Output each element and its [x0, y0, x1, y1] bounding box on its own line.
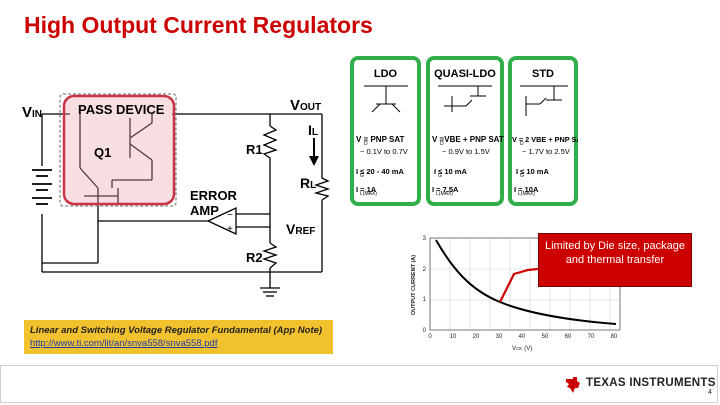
config-quasi-ldo-title: QUASI-LDO — [434, 68, 496, 80]
svg-text:50: 50 — [542, 334, 549, 340]
svg-text:3: 3 — [423, 236, 427, 242]
config-ldo-line3: I ≤ 20 - 40 mA — [356, 167, 404, 176]
regulator-configurations: LDO V = PNP SAT ~ 0.1V to 0.7V I ≤ 20 - … — [350, 56, 578, 206]
graph-xlabel: VCE(V) — [512, 346, 532, 352]
texas-instruments-logo-icon — [566, 377, 580, 393]
config-std-line2: ~ 1.7V to 2.5V — [522, 147, 570, 156]
die-limit-callout: Limited by Die size, package and thermal… — [538, 233, 692, 287]
amp-inverting-input-label: − — [227, 210, 233, 221]
rl-label: RL — [300, 175, 316, 191]
svg-text:20: 20 — [473, 334, 480, 340]
pass-device-label: PASS DEVICE — [78, 102, 165, 117]
svg-text:G: G — [520, 173, 524, 179]
svg-text:L(MAX): L(MAX) — [518, 191, 535, 197]
svg-text:70: 70 — [588, 334, 595, 340]
config-ldo-title: LDO — [374, 68, 398, 80]
svg-text:40: 40 — [519, 334, 526, 340]
config-std-line3: I ≤ 10 mA — [516, 167, 549, 176]
reference-box: Linear and Switching Voltage Regulator F… — [24, 320, 333, 354]
svg-text:L(MAX): L(MAX) — [360, 191, 377, 197]
config-std: STD V = 2 VBE + PNP SAT ~ 1.7V to 2.5V I… — [508, 56, 578, 206]
config-quasi-ldo-line2: ~ 0.9V to 1.5V — [442, 147, 490, 156]
config-ldo-line4: I = 1A — [356, 185, 377, 194]
svg-text:L(MAX): L(MAX) — [436, 191, 453, 197]
config-ldo-line2: ~ 0.1V to 0.7V — [360, 147, 408, 156]
config-quasi-ldo-line4: I = 7.5A — [432, 185, 459, 194]
r2-label: R2 — [246, 250, 263, 265]
q1-label: Q1 — [94, 145, 111, 160]
svg-text:80: 80 — [611, 334, 618, 340]
il-label: IL — [308, 122, 318, 138]
amp-noninverting-input-label: + — [227, 224, 233, 235]
svg-text:2: 2 — [423, 267, 427, 273]
svg-text:D: D — [440, 141, 444, 147]
svg-text:D: D — [520, 141, 524, 147]
config-std-line4: I = 10A — [514, 185, 539, 194]
config-std-title: STD — [532, 68, 554, 80]
svg-text:D: D — [364, 141, 368, 147]
footer-frame — [0, 365, 718, 403]
graph-ylabel: OUTPUT CURRENT (A) — [411, 255, 417, 315]
svg-text:10: 10 — [450, 334, 457, 340]
regulator-circuit-diagram: VIN VOUT PASS DEVICE Q1 R1 IL RL ERROR A… — [22, 93, 331, 297]
svg-text:G: G — [438, 173, 442, 179]
vin-label: VIN — [22, 104, 42, 121]
texas-instruments-wordmark: TEXAS INSTRUMENTS — [586, 377, 716, 389]
reference-link[interactable]: http://www.ti.com/lit/an/snva558/snva558… — [30, 338, 218, 349]
svg-text:30: 30 — [496, 334, 503, 340]
vref-label: VREF — [286, 221, 315, 237]
error-amp-label-line1: ERROR — [190, 188, 238, 203]
vout-label: VOUT — [290, 97, 321, 114]
svg-text:60: 60 — [565, 334, 572, 340]
error-amp-label-line2: AMP — [190, 203, 219, 218]
config-ldo: LDO V = PNP SAT ~ 0.1V to 0.7V I ≤ 20 - … — [350, 56, 421, 206]
svg-text:0: 0 — [423, 328, 427, 334]
slide-title: High Output Current Regulators — [24, 12, 373, 38]
reference-title: Linear and Switching Voltage Regulator F… — [30, 325, 323, 336]
r1-label: R1 — [246, 142, 263, 157]
config-std-line1: V = 2 VBE + PNP SAT — [512, 135, 578, 144]
page-number: 4 — [708, 389, 712, 396]
svg-text:1: 1 — [423, 297, 427, 303]
svg-text:G: G — [360, 173, 364, 179]
svg-text:0: 0 — [428, 334, 432, 340]
config-quasi-ldo-line1: V =VBE + PNP SAT — [432, 135, 504, 144]
config-quasi-ldo-line3: I ≤ 10 mA — [434, 167, 467, 176]
config-quasi-ldo: QUASI-LDO V =VBE + PNP SAT ~ 0.9V to 1.5… — [426, 56, 504, 206]
config-ldo-line1: V = PNP SAT — [356, 135, 405, 144]
